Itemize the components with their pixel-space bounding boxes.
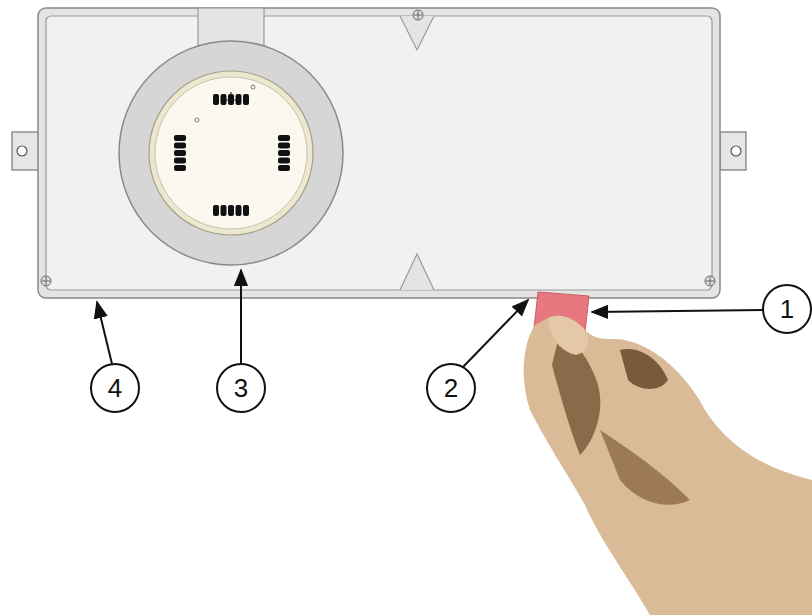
notch bbox=[400, 16, 434, 50]
callout-number: 1 bbox=[780, 296, 794, 322]
sensor-head bbox=[119, 41, 343, 265]
screw bbox=[41, 10, 715, 286]
callout-number: 2 bbox=[444, 375, 458, 401]
callout-number: 4 bbox=[108, 375, 122, 401]
cover-panel bbox=[46, 16, 712, 290]
callout-circle bbox=[91, 285, 811, 412]
leader-arrow bbox=[97, 270, 763, 367]
contact-pads bbox=[174, 94, 290, 216]
housing bbox=[38, 8, 720, 298]
hand bbox=[524, 316, 812, 615]
callout-number: 3 bbox=[234, 375, 248, 401]
notch bbox=[400, 254, 434, 290]
